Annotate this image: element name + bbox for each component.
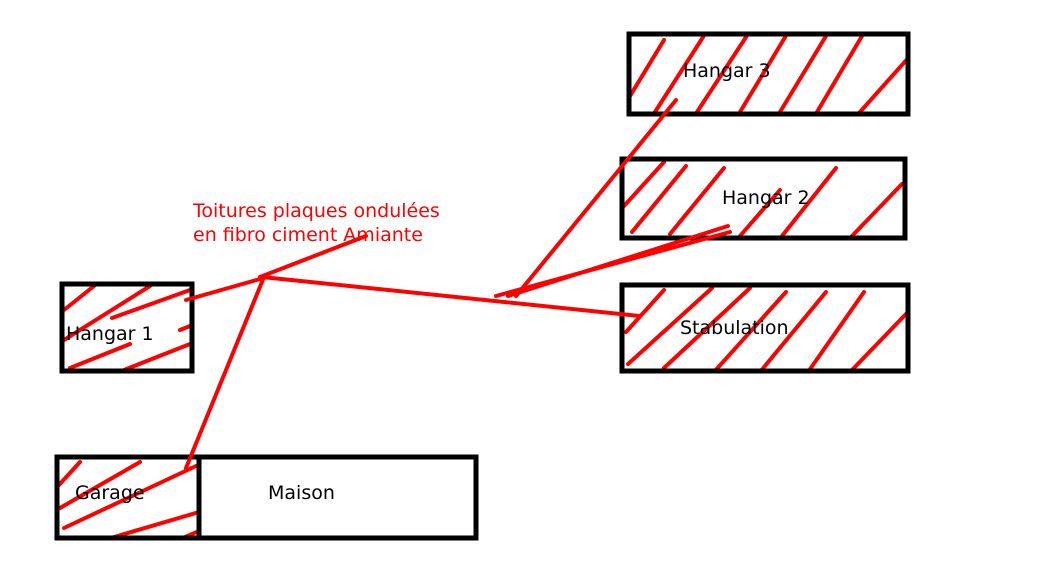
- hatch-stroke: [668, 166, 726, 236]
- asbestos-hatching-hangar-2: [622, 160, 904, 238]
- building-label-hangar-2: Hangar 2: [722, 187, 810, 209]
- building-outline: [619, 282, 911, 374]
- hatch-stroke: [57, 460, 82, 488]
- hatch-stroke: [68, 342, 132, 370]
- hatch-stroke: [629, 38, 666, 98]
- hatch-stroke: [630, 164, 688, 234]
- asbestos-hatching-garage: [57, 460, 199, 538]
- hatch-stroke: [626, 286, 714, 366]
- asbestos-hatching-stabulation: [624, 286, 908, 371]
- building-hangar-3: Hangar 3: [626, 31, 911, 117]
- hatch-stroke: [806, 290, 866, 371]
- leader-branch-hangar-2-b: [494, 230, 732, 298]
- building-garage-maison: Garage Maison: [54, 454, 479, 541]
- annotation-roof-material-line-1: Toitures plaques ondulées: [192, 200, 440, 222]
- building-label-hangar-1: Hangar 1: [66, 323, 154, 345]
- building-label-garage: Garage: [75, 482, 145, 504]
- hatch-stroke: [103, 509, 199, 538]
- leader-to-hangar-1: [184, 275, 269, 302]
- annotation-leader-lines: [184, 98, 732, 470]
- hatch-stroke: [110, 288, 192, 320]
- hatch-stroke: [738, 188, 782, 238]
- annotation-roof-material-line-2: en fibro ciment Amiante: [193, 224, 423, 246]
- hatch-stroke: [622, 160, 666, 208]
- leader-branch-hangar-3: [514, 98, 678, 298]
- building-outline: [59, 281, 195, 374]
- building-outline: [619, 156, 908, 241]
- building-hangar-2: Hangar 2: [619, 156, 908, 241]
- hatch-stroke: [653, 34, 707, 114]
- building-hangar-1: Hangar 1: [59, 281, 195, 374]
- hatch-stroke: [122, 342, 192, 371]
- hatch-stroke: [62, 284, 152, 342]
- hatch-stroke: [177, 528, 199, 538]
- hatch-stroke: [850, 312, 908, 371]
- hatch-stroke: [758, 290, 828, 371]
- hatch-stroke: [624, 288, 666, 334]
- leader-main-trunk: [260, 275, 642, 318]
- building-label-stabulation: Stabulation: [680, 317, 789, 339]
- building-label-maison: Maison: [268, 482, 335, 504]
- hatch-stroke: [58, 460, 142, 510]
- hatch-stroke: [858, 55, 908, 114]
- hatch-stroke: [695, 34, 750, 114]
- hatch-stroke: [712, 290, 788, 371]
- building-label-hangar-3: Hangar 3: [683, 60, 771, 82]
- hatch-stroke: [780, 166, 838, 238]
- building-outline: [626, 31, 911, 117]
- asbestos-hatching-hangar-1: [62, 284, 192, 371]
- hatch-stroke: [815, 34, 864, 114]
- leader-to-hangar-2: [258, 234, 368, 279]
- hatch-stroke: [662, 286, 752, 370]
- hatch-stroke: [778, 34, 828, 114]
- hatch-stroke: [62, 464, 198, 530]
- hatch-stroke: [850, 182, 904, 238]
- hatch-stroke: [62, 284, 96, 312]
- leader-to-garage: [184, 275, 266, 470]
- building-outline: [54, 454, 479, 541]
- asbestos-hatching-hangar-3: [629, 34, 908, 114]
- building-stabulation: Stabulation: [619, 282, 911, 374]
- hatch-stroke: [738, 34, 789, 114]
